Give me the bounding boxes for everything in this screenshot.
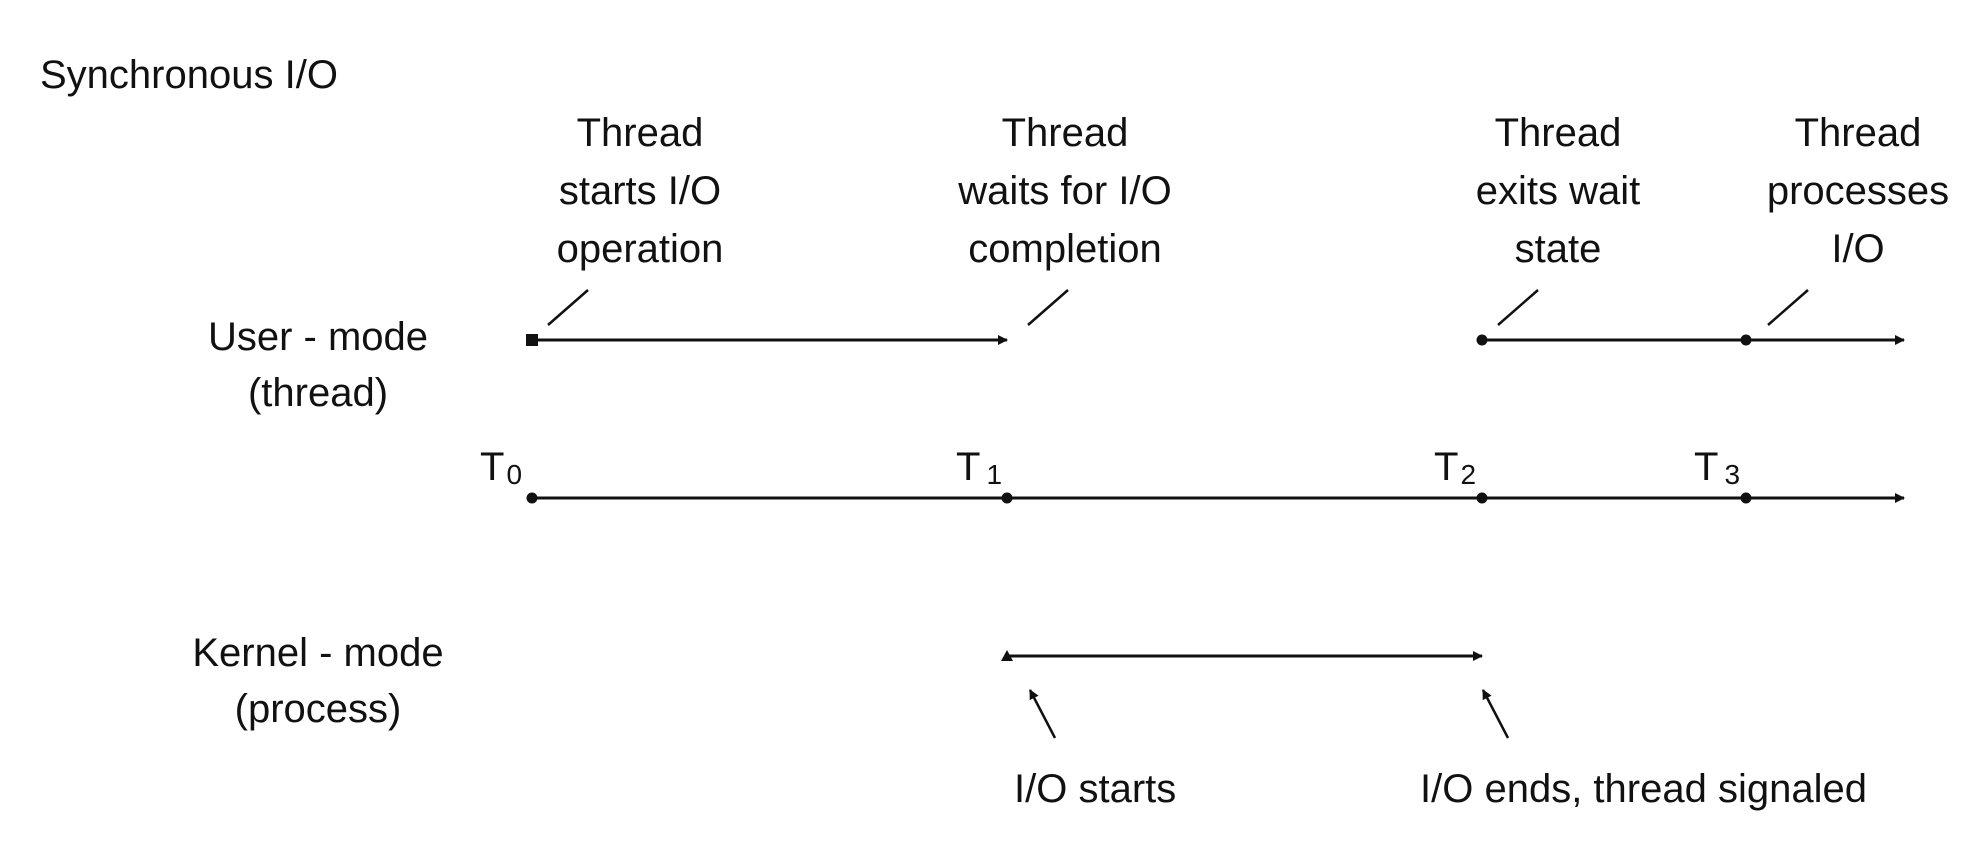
time-mark-subscript: 0 <box>506 459 522 490</box>
time-point-marker <box>1001 492 1013 504</box>
user-mode-timeline <box>526 334 1905 346</box>
time-point-marker <box>526 492 538 504</box>
leader-line <box>547 289 589 326</box>
time-point-marker <box>1740 492 1752 504</box>
time-mark-letter: T <box>1694 445 1718 489</box>
time-mark-subscript: 1 <box>986 459 1002 490</box>
point-marker <box>1476 334 1488 346</box>
user-event-thread-starts-io: Thread starts I/O operation <box>557 111 724 271</box>
time-mark-subscript: 2 <box>1460 459 1476 490</box>
diagram-title: Synchronous I/O <box>40 53 338 97</box>
user-mode-sublabel: (thread) <box>248 371 388 415</box>
event-label-line: I/O <box>1831 227 1884 271</box>
event-label-line: Thread <box>1002 111 1129 155</box>
pointer-arrow <box>1028 689 1057 739</box>
time-mark-subscript: 3 <box>1724 459 1740 490</box>
point-marker <box>1740 334 1752 346</box>
event-label-line: completion <box>968 227 1161 271</box>
time-mark-letter: T <box>480 445 504 489</box>
start-square-marker <box>526 334 538 346</box>
kernel-start-marker <box>1001 650 1013 661</box>
event-label-line: operation <box>557 227 724 271</box>
pointer-arrow <box>1481 689 1510 739</box>
user-event-thread-exits-wait: Thread exits wait state <box>1476 111 1641 271</box>
event-label-line: processes <box>1767 169 1949 213</box>
time-mark-t2: T2 <box>1434 445 1476 490</box>
event-label-line: starts I/O <box>559 169 721 213</box>
event-label-line: Thread <box>1495 111 1622 155</box>
kernel-mode-sublabel: (process) <box>235 687 402 731</box>
time-point-marker <box>1476 492 1488 504</box>
leader-line <box>1767 289 1809 326</box>
time-mark-letter: T <box>956 445 980 489</box>
kernel-event-io-ends: I/O ends, thread signaled <box>1420 767 1867 811</box>
event-label-line: state <box>1515 227 1602 271</box>
kernel-event-io-starts: I/O starts <box>1014 767 1176 811</box>
event-label-line: exits wait <box>1476 169 1641 213</box>
leader-line <box>1027 289 1069 326</box>
kernel-mode-timeline <box>1001 650 1483 661</box>
event-label-line: Thread <box>577 111 704 155</box>
kernel-mode-label: Kernel - mode <box>192 631 443 675</box>
time-mark-t0: T0 <box>480 445 522 490</box>
user-mode-label: User - mode <box>208 315 428 359</box>
user-event-thread-waits: Thread waits for I/O completion <box>957 111 1171 271</box>
time-mark-letter: T <box>1434 445 1458 489</box>
user-event-thread-processes-io: Thread processes I/O <box>1767 111 1949 271</box>
event-label-line: Thread <box>1795 111 1922 155</box>
leader-line <box>1497 289 1539 326</box>
event-label-line: waits for I/O <box>957 169 1171 213</box>
